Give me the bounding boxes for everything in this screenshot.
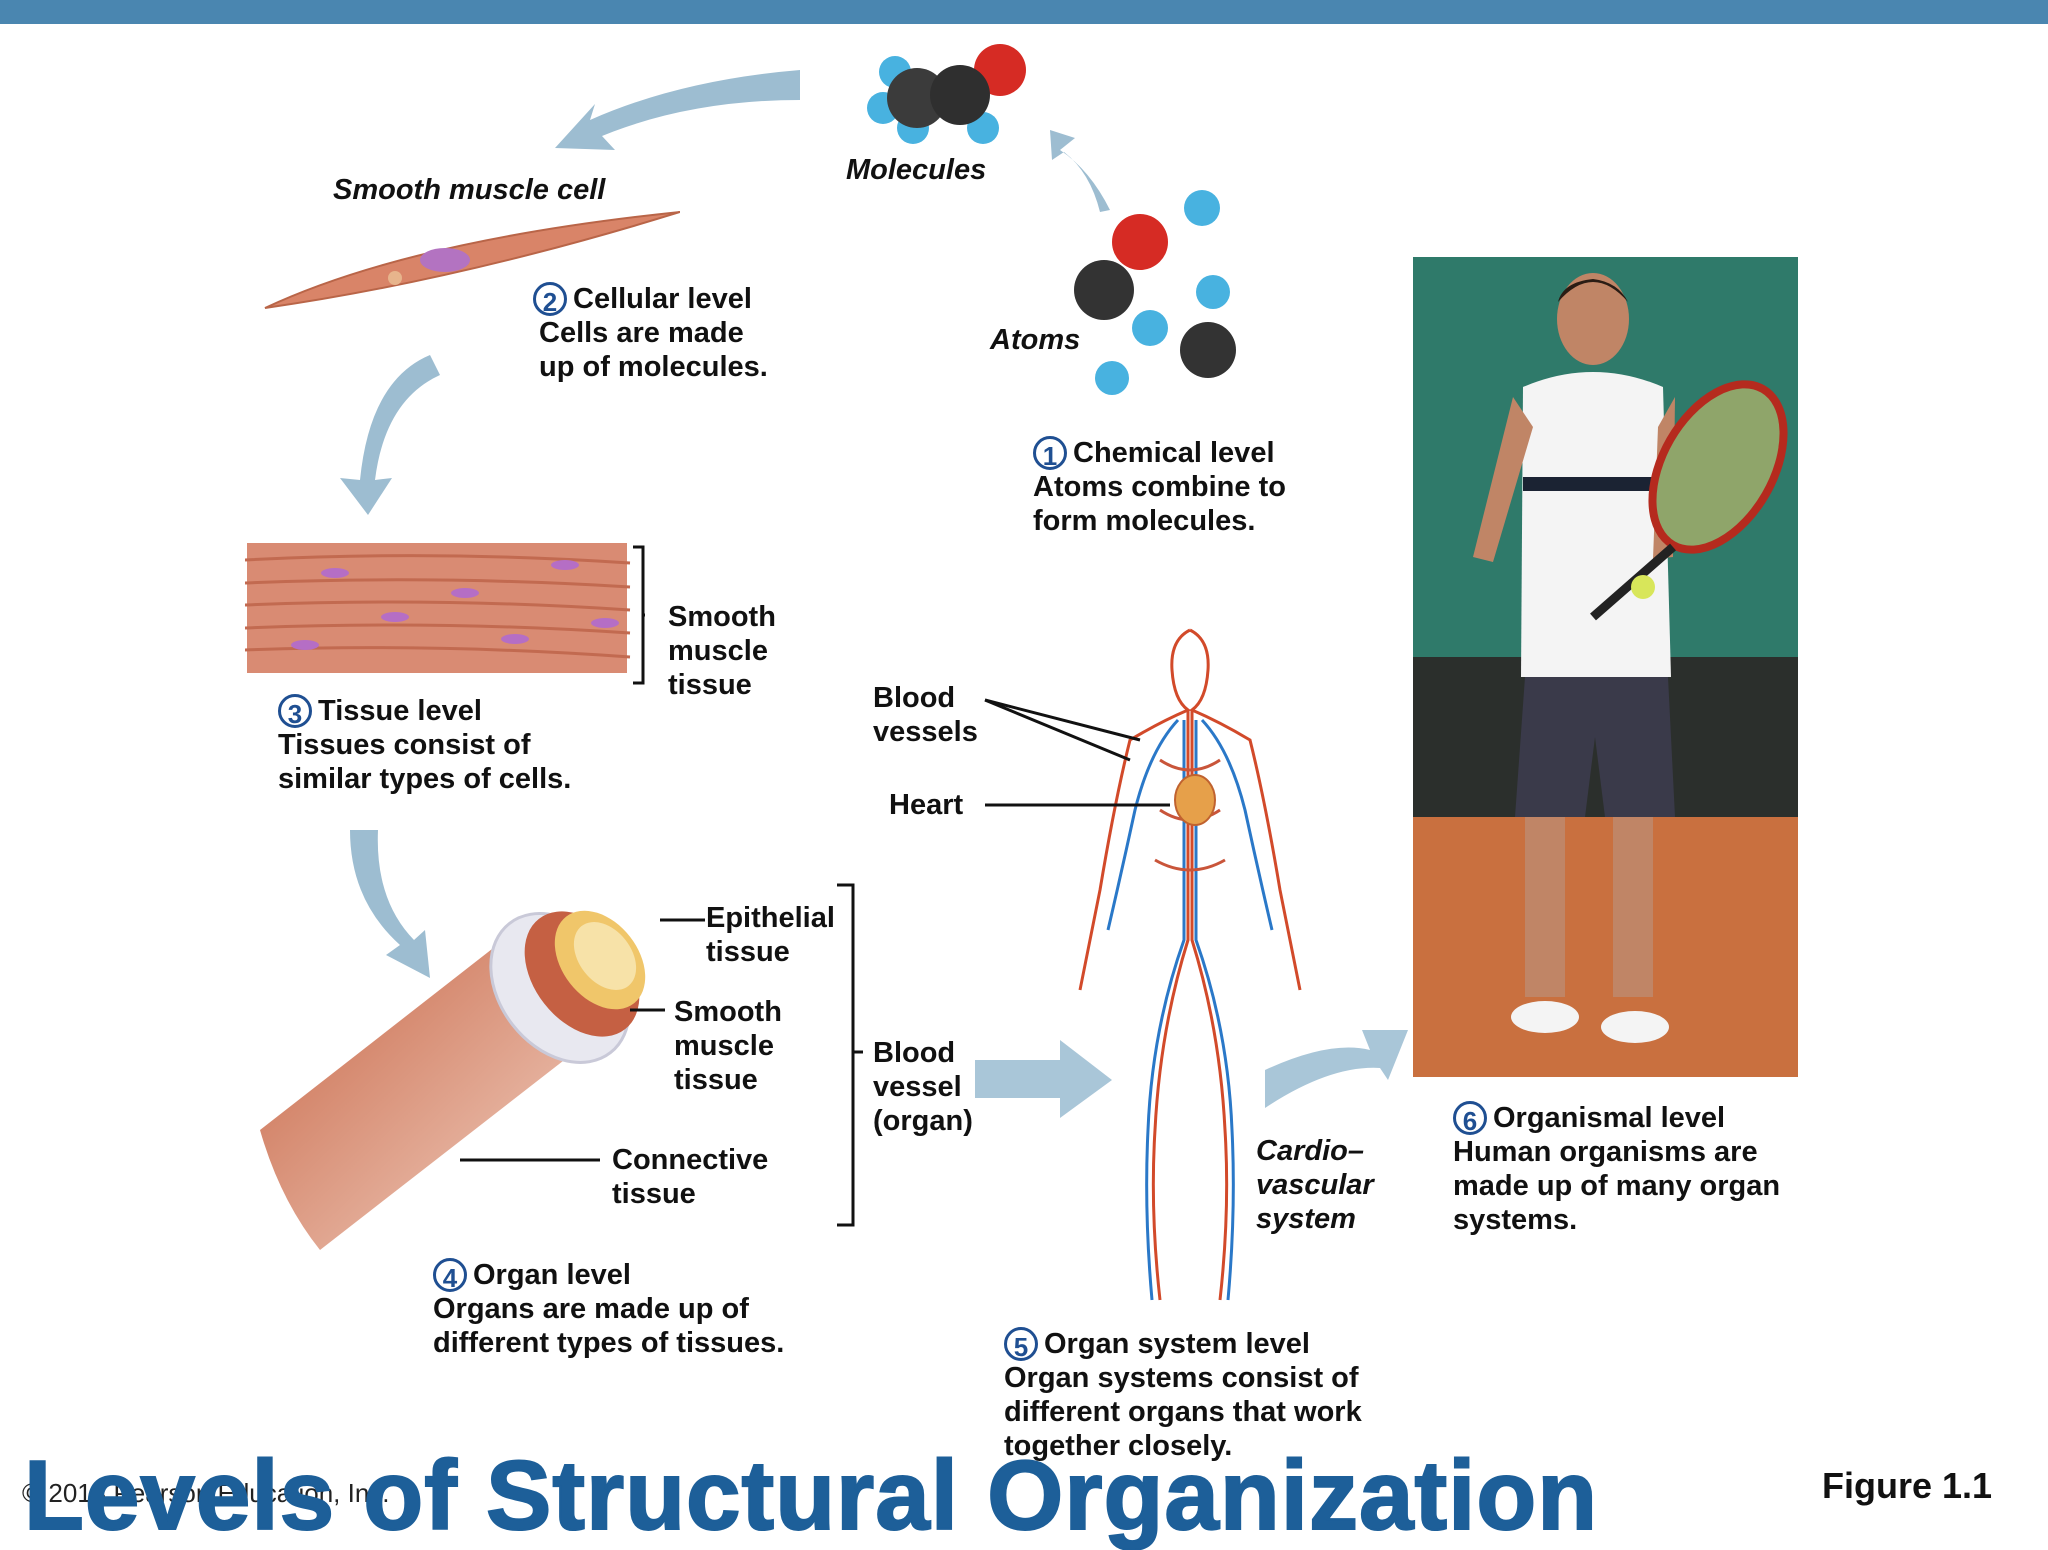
level-3-name: Tissue level bbox=[318, 695, 482, 727]
level-3-number: 3 bbox=[278, 694, 312, 729]
heart-label: Heart bbox=[889, 789, 964, 821]
smooth-muscle-cell-label: Smooth muscle cell bbox=[333, 174, 606, 206]
level-5-desc-line: different organs that work bbox=[1004, 1396, 1362, 1428]
level-5-number: 5 bbox=[1004, 1327, 1038, 1362]
level-4-desc-line: Organs are made up of bbox=[433, 1293, 749, 1325]
level-2-name: Cellular level bbox=[573, 283, 752, 315]
level-4-desc-line: different types of tissues. bbox=[433, 1327, 785, 1359]
level-4-number: 4 bbox=[433, 1258, 467, 1293]
blood-vessel-organ-label: Blood vessel (organ) bbox=[873, 1037, 973, 1137]
level-5-desc-line: together closely. bbox=[1004, 1430, 1233, 1462]
level-2-desc-line: Cells are made bbox=[539, 317, 744, 349]
level-3-desc-line: Tissues consist of bbox=[278, 729, 531, 761]
level-2-desc-line: up of molecules. bbox=[539, 351, 768, 383]
figure-label: Figure 1.1 bbox=[1822, 1465, 1993, 1506]
smooth-muscle-cell-illustration bbox=[264, 211, 680, 309]
cardiovascular-system-label: Cardio– vascular system bbox=[1256, 1135, 1374, 1235]
level-2-number: 2 bbox=[533, 282, 567, 317]
molecule-illustration bbox=[867, 44, 1026, 144]
header-bar bbox=[0, 0, 2048, 24]
level-1-desc-line: form molecules. bbox=[1033, 505, 1256, 537]
tennis-player-photo bbox=[1413, 257, 1798, 1077]
level-1-number: 1 bbox=[1033, 436, 1067, 471]
body-label-lines bbox=[984, 698, 1170, 807]
level-6-desc-line: systems. bbox=[1453, 1204, 1578, 1236]
smooth-muscle-tissue-illustration bbox=[245, 543, 645, 685]
blood-vessels-label: Blood vessels bbox=[873, 682, 978, 748]
slide-title: Levels of Structural Organization bbox=[23, 1439, 1599, 1550]
blood-vessel-illustration bbox=[260, 910, 705, 1250]
molecules-label: Molecules bbox=[846, 154, 987, 186]
arrow-tissue-to-organ bbox=[350, 830, 430, 978]
level-1-desc-line: Atoms combine to bbox=[1033, 471, 1286, 503]
level-5-desc-line: Organ systems consist of bbox=[1004, 1362, 1359, 1394]
level-6-desc-line: made up of many organ bbox=[1453, 1170, 1781, 1202]
level-6-name: Organismal level bbox=[1493, 1102, 1726, 1134]
atoms-illustration bbox=[1074, 190, 1236, 395]
organ-bracket bbox=[837, 883, 863, 1227]
arrow-system-to-organism bbox=[1265, 1030, 1408, 1108]
connective-tissue-label: Connective tissue bbox=[612, 1144, 769, 1210]
smooth-muscle-tissue-label: Smooth muscle tissue bbox=[668, 601, 776, 701]
vessel-smooth-muscle-label: Smooth muscle tissue bbox=[674, 996, 782, 1096]
arrow-organ-to-system bbox=[975, 1040, 1112, 1118]
arrow-atoms-to-molecules bbox=[1050, 130, 1110, 212]
arrow-cell-to-tissue bbox=[340, 355, 440, 515]
arrow-molecules-to-cell bbox=[555, 70, 800, 150]
level-6-number: 6 bbox=[1453, 1101, 1487, 1136]
level-5-name: Organ system level bbox=[1044, 1328, 1310, 1360]
level-4-name: Organ level bbox=[473, 1259, 631, 1291]
atoms-label: Atoms bbox=[990, 324, 1081, 356]
level-6-desc-line: Human organisms are bbox=[1453, 1136, 1758, 1168]
level-3-desc-line: similar types of cells. bbox=[278, 763, 572, 795]
cardiovascular-body-illustration bbox=[1078, 628, 1302, 1301]
epithelial-tissue-label: Epithelial tissue bbox=[706, 902, 835, 968]
level-1-name: Chemical level bbox=[1073, 437, 1275, 469]
copyright-text: © 2013 Pearson Education, Inc. bbox=[22, 1478, 390, 1508]
